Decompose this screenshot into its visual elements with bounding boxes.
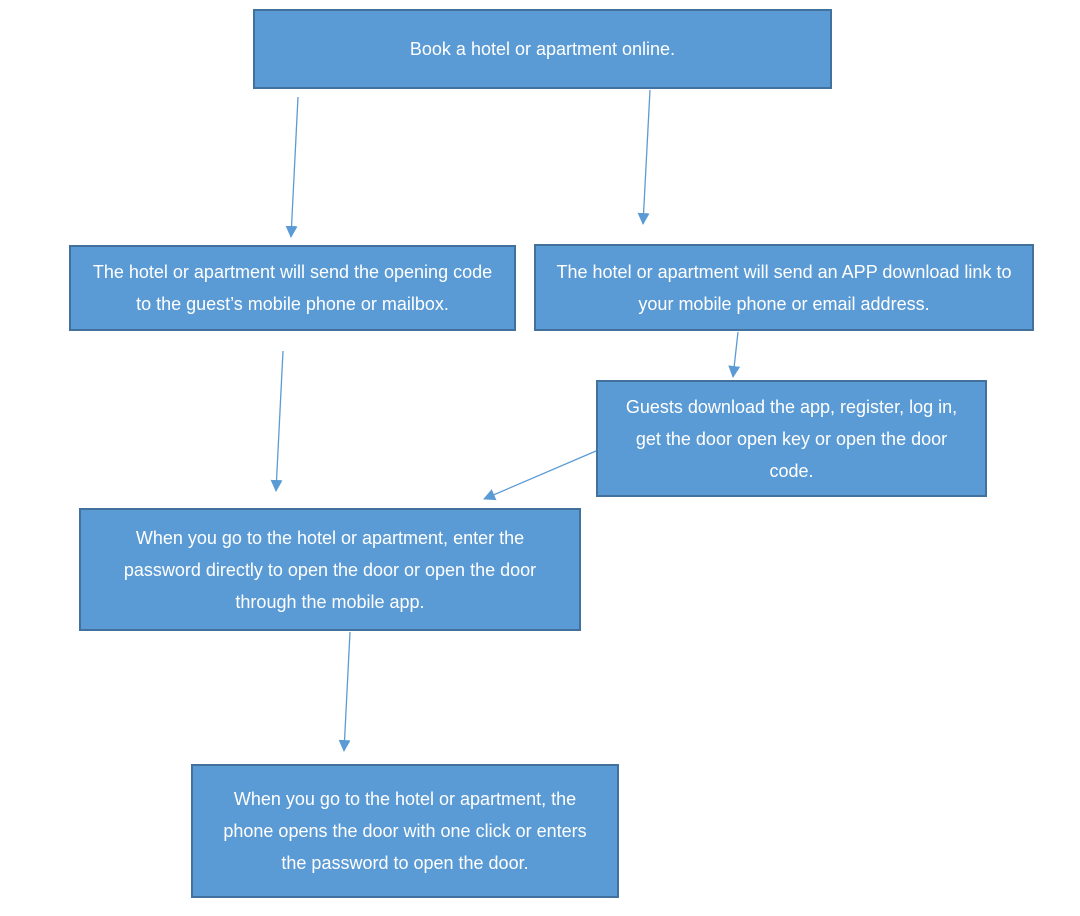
node-download-app: Guests download the app, register, log i… — [596, 380, 987, 497]
node-send-app-link-text: The hotel or apartment will send an APP … — [556, 261, 1012, 314]
node-send-opening-code: The hotel or apartment will send the ope… — [69, 245, 516, 331]
node-enter-password: When you go to the hotel or apartment, e… — [79, 508, 581, 631]
arrow-enter-password-to-one-click — [338, 631, 351, 752]
node-one-click-open-text: When you go to the hotel or apartment, t… — [223, 789, 587, 873]
arrow-download-app-to-enter-password — [483, 450, 597, 501]
arrow-book-to-send-code — [285, 96, 299, 238]
node-send-app-link: The hotel or apartment will send an APP … — [534, 244, 1034, 331]
node-download-app-text: Guests download the app, register, log i… — [625, 396, 958, 481]
node-enter-password-text: When you go to the hotel or apartment, e… — [123, 527, 537, 612]
arrow-send-app-link-to-download-app — [728, 331, 741, 378]
node-send-opening-code-text: The hotel or apartment will send the ope… — [92, 262, 493, 314]
node-book-online: Book a hotel or apartment online. — [253, 9, 832, 89]
node-one-click-open: When you go to the hotel or apartment, t… — [191, 764, 619, 898]
arrow-send-code-to-enter-password — [270, 350, 284, 492]
arrow-book-to-send-app-link — [637, 89, 651, 225]
node-book-online-text: Book a hotel or apartment online. — [409, 39, 676, 59]
